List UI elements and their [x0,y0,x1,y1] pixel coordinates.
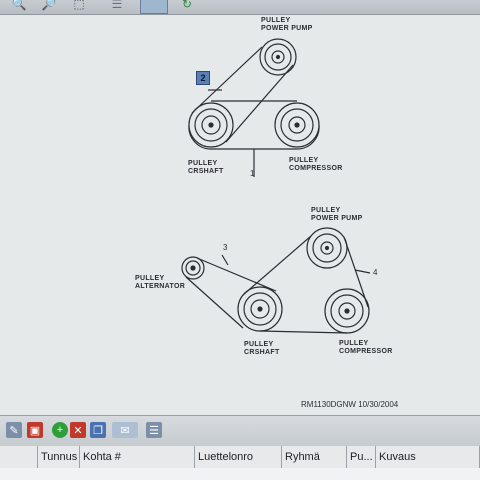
column-header-tunnus[interactable]: Tunnus [38,446,80,468]
diagram2-callout-3: 3 [223,243,228,252]
diagram1-power-pump-pulley [259,38,297,76]
column-header-pu[interactable]: Pu... [347,446,376,468]
diagram1-power-pump-label: PULLEY POWER PUMP [261,17,313,32]
diagram1-compressor-pulley [274,102,320,148]
select-icon[interactable]: ⬚ [73,0,85,11]
print-icon[interactable]: ☰ [146,422,162,438]
diagram2-callout-4: 4 [373,268,378,277]
column-header-ryhma[interactable]: Ryhmä [282,446,347,468]
refresh-icon[interactable]: ↻ [181,0,193,11]
column-header-blank[interactable] [0,446,38,468]
zoom-out-icon[interactable]: 🔎 [41,0,57,11]
top-toolbar: 🔍 🔎 ⬚ ☰ ↻ [0,0,480,15]
save-icon[interactable]: ▣ [27,422,43,438]
edit-list-icon[interactable]: ✎ [6,422,22,438]
column-header-kohta[interactable]: Kohta # [80,446,195,468]
image-icon[interactable] [140,0,168,14]
column-header-luettelonro[interactable]: Luettelonro [195,446,282,468]
diagram1-callout-1: 1 [250,169,255,178]
diagram2-compressor-pulley [324,288,370,334]
diagram1-callout-2[interactable]: 2 [196,71,210,85]
drawing-reference: RM1130DGNW 10/30/2004 [301,400,399,409]
copy-icon[interactable]: ❐ [90,422,106,438]
belt-routing-diagram [181,38,371,334]
diagram2-compressor-label: PULLEY COMPRESSOR [339,340,393,355]
add-icon[interactable]: + [52,422,68,438]
bottom-toolbar: ✎ ▣ + ✕ ❐ ✉ ☰ [0,415,480,447]
diagram2-belt-4 [242,235,369,334]
diagram2-belt-3 [185,257,277,329]
zoom-in-icon[interactable]: 🔍 [11,0,27,11]
diagram1-crankshaft-label: PULLEY CRSHAFT [188,160,224,175]
diagram2-crankshaft-label: PULLEY CRSHAFT [244,341,280,356]
diagram1-compressor-label: PULLEY COMPRESSOR [289,157,343,172]
delete-icon[interactable]: ✕ [70,422,86,438]
diagram2-alternator-pulley [181,256,205,280]
diagram-viewer[interactable]: PULLEY POWER PUMP PULLEY CRSHAFT PULLEY … [0,15,480,415]
email-icon[interactable]: ✉ [112,422,138,438]
parts-table: Tunnus Kohta # Luettelonro Ryhmä Pu... K… [0,446,480,480]
column-header-kuvaus[interactable]: Kuvaus [376,446,480,468]
diagram2-power-pump-pulley [306,227,348,269]
diagram2-power-pump-label: PULLEY POWER PUMP [311,207,363,222]
diagram1-belt-2 [191,46,294,143]
diagram2-alternator-label: PULLEY ALTERNATOR [135,275,186,290]
document-icon[interactable]: ☰ [111,0,123,11]
